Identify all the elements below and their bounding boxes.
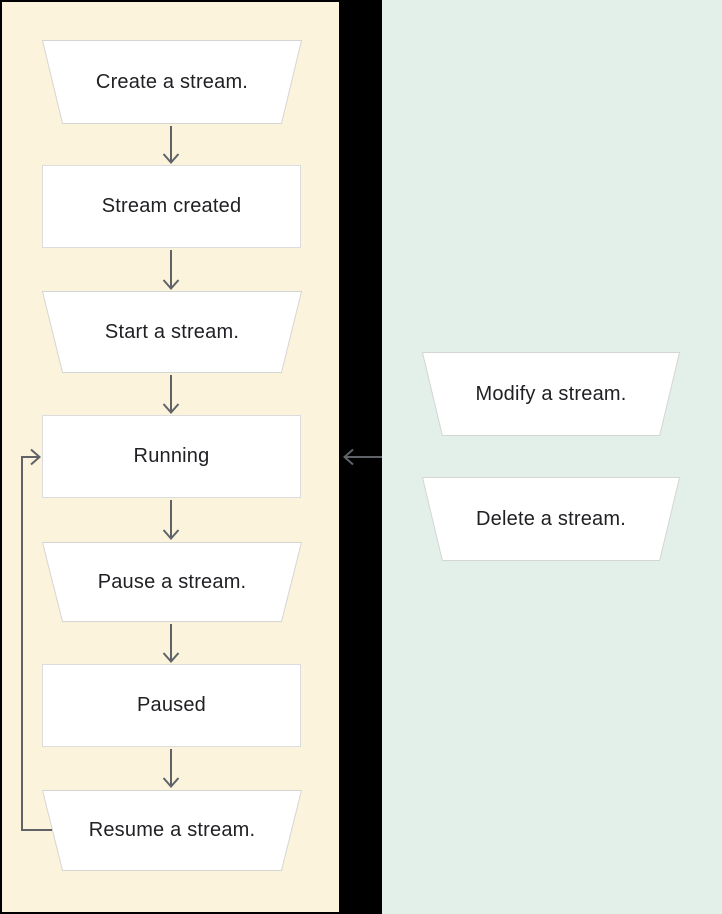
node-label: Create a stream. (95, 70, 249, 93)
node-label: Paused (136, 694, 207, 716)
trapezoid-shape (422, 352, 680, 436)
flow-node-running: Running (42, 415, 301, 498)
node-label: Delete a stream. (476, 507, 626, 530)
flow-node-pause-a-stream: Pause a stream. (42, 542, 302, 622)
trapezoid-shape (42, 790, 302, 871)
flow-node-modify-a-stream: Modify a stream. (422, 352, 680, 436)
trapezoid-shape (42, 542, 302, 622)
node-label: Resume a stream. (88, 819, 256, 841)
node-label: Pause a stream. (97, 570, 247, 593)
trapezoid-shape (42, 40, 302, 124)
flow-node-resume-a-stream: Resume a stream. (42, 790, 302, 871)
modify-delete-panel (382, 0, 722, 914)
flow-node-start-a-stream: Start a stream. (42, 291, 302, 373)
flow-node-delete-a-stream: Delete a stream. (422, 477, 680, 561)
node-label: Stream created (101, 195, 242, 217)
node-label: Start a stream. (104, 320, 240, 343)
flow-node-create-a-stream: Create a stream. (42, 40, 302, 124)
node-label: Modify a stream. (475, 382, 627, 405)
arrow-rightpanel-to-running-icon (342, 448, 382, 466)
flow-node-paused: Paused (42, 664, 301, 747)
node-label: Running (133, 445, 210, 467)
flow-node-stream-created: Stream created (42, 165, 301, 248)
trapezoid-shape (42, 291, 302, 373)
trapezoid-shape (422, 477, 680, 561)
